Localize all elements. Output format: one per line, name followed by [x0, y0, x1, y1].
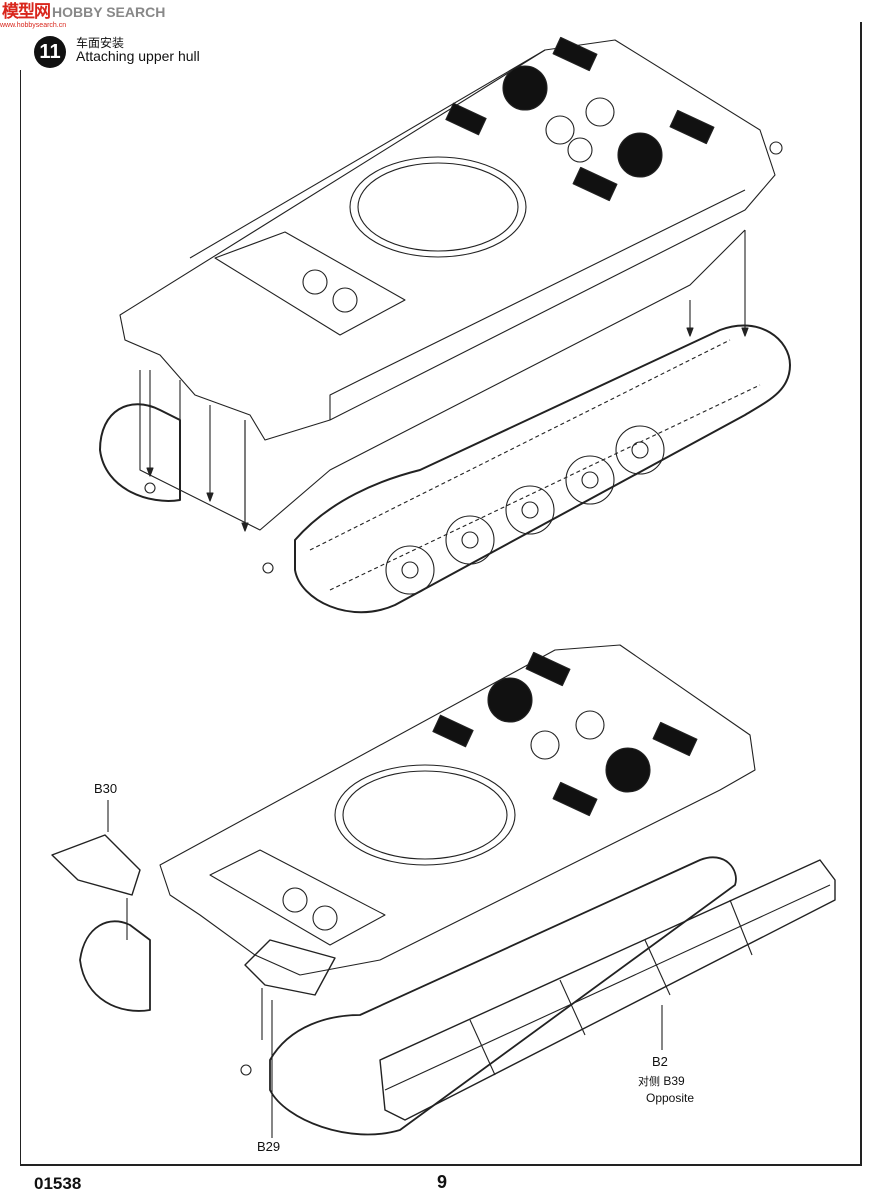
watermark-brand-en: HOBBY SEARCH	[52, 4, 166, 20]
watermark-url: www.hobbysearch.cn	[0, 22, 67, 29]
part-note-cn-prefix: 对侧	[638, 1075, 660, 1088]
turret-ring-bottom	[334, 764, 516, 866]
watermark-logo: 模型网 HOBBY SEARCH	[2, 2, 166, 22]
part-label-b39: B39	[663, 1074, 685, 1088]
plate-b29	[244, 939, 336, 996]
step-title-cn: 车面安装	[76, 36, 125, 50]
engine-fan-left	[502, 65, 548, 111]
upper-hull-deck	[119, 39, 776, 441]
side-skirt-b2	[379, 859, 836, 1121]
plate-b30	[51, 834, 141, 896]
turret-ring	[349, 156, 527, 258]
page-frame	[20, 22, 862, 1166]
part-note-opposite-cn: 对侧 B39	[638, 1073, 685, 1089]
watermark-brand-cn: 模型网	[2, 2, 51, 22]
page-frame-left	[20, 70, 21, 1164]
right-track	[294, 324, 791, 614]
engine-fan-right	[617, 132, 663, 178]
part-label-b30: B30	[94, 781, 118, 796]
part-label-b2: B2	[652, 1054, 668, 1069]
part-label-b29: B29	[257, 1139, 281, 1154]
step-title-en: Attaching upper hull	[76, 48, 200, 64]
engine-fan-left-bottom	[487, 677, 533, 723]
engine-fan-right-bottom	[605, 747, 651, 793]
bottom-left-track	[79, 920, 151, 1012]
product-code: 01538	[34, 1174, 82, 1193]
left-track	[99, 403, 181, 502]
step-number-badge: 11	[34, 36, 66, 68]
bottom-right-track	[269, 856, 737, 1136]
completed-hull-deck	[159, 644, 756, 976]
part-note-opposite: Opposite	[646, 1091, 695, 1105]
lower-chassis	[139, 229, 746, 531]
page-number: 9	[437, 1172, 448, 1192]
